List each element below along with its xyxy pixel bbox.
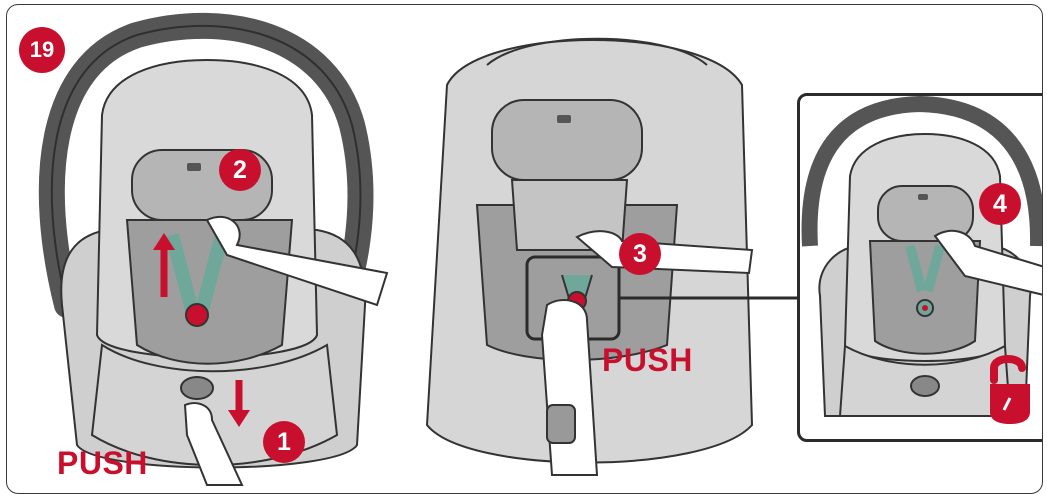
car-seat-left — [52, 26, 387, 485]
instruction-panel: 19 2 1 3 4 PUSH PUSH — [6, 4, 1043, 494]
page-number-badge: 19 — [19, 27, 65, 73]
step-1-badge: 1 — [263, 421, 305, 463]
step-3-badge: 3 — [619, 233, 661, 275]
step-4-badge: 4 — [979, 183, 1021, 225]
step-2-badge: 2 — [219, 149, 261, 191]
car-seat-middle — [407, 39, 797, 485]
lock-icon — [982, 350, 1037, 425]
push-label-middle: PUSH — [602, 342, 693, 379]
push-label-left: PUSH — [57, 445, 148, 482]
